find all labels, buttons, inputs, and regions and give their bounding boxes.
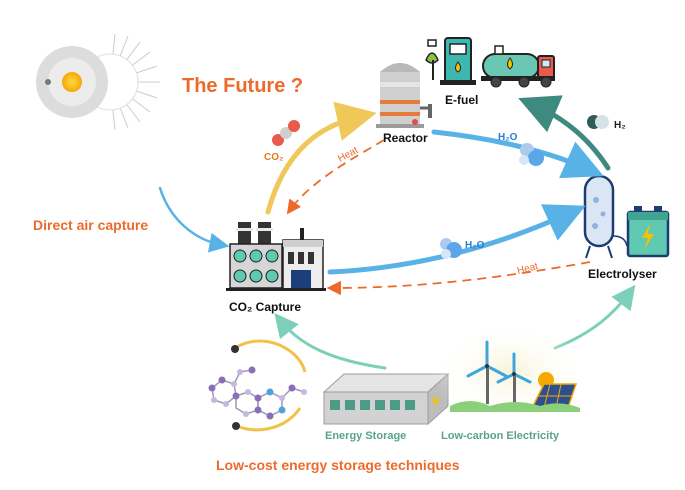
energy-storage-icon [322, 372, 450, 426]
heat-label-top: Heat [336, 145, 360, 165]
reactor-to-electrolyser-arrow [431, 129, 604, 179]
h2o-flow-label-top: H₂O [498, 132, 518, 143]
co2-flow-label: CO₂ [264, 152, 283, 163]
heat-return-arrow-bottom [326, 261, 591, 296]
h2o-flow-label-mid: H₂O [465, 240, 485, 251]
h2o-molecule-icon-top [519, 143, 544, 166]
energy-storage-label: Energy Storage [325, 430, 406, 442]
h2o-molecule-icon-mid [440, 238, 462, 259]
direct-air-capture-label: Direct air capture [33, 217, 148, 233]
direct-air-capture-arrow [158, 186, 230, 253]
molecule-structure-icon [208, 339, 307, 432]
co2-capture-plant-icon [226, 222, 326, 291]
electrolyser-label: Electrolyser [588, 267, 657, 281]
heat-label-bottom: Heat [516, 261, 539, 277]
fuel-tanker-icon [481, 45, 555, 88]
fuel-station-icon [425, 37, 476, 85]
battery-icon [626, 206, 670, 258]
solar-panel-icon [530, 372, 578, 409]
co2-flow-arrow [265, 101, 377, 215]
h2-molecule-icon [587, 115, 609, 129]
efuel-label: E-fuel [445, 93, 478, 107]
sun-icon [36, 33, 160, 131]
low-cost-storage-label: Low-cost energy storage techniques [216, 457, 460, 473]
reactor-icon [376, 63, 432, 128]
co2-molecule-icon [272, 120, 300, 146]
reactor-label: Reactor [383, 131, 428, 145]
h2-flow-arrow [518, 95, 611, 171]
electrolyser-tank-icon [583, 174, 628, 259]
green-ground-icon [450, 401, 580, 412]
h2-flow-label: H₂ [614, 120, 626, 131]
wind-turbine-icon [466, 340, 532, 404]
heat-return-arrow-top [286, 139, 385, 215]
page-title: The Future ? [182, 75, 303, 97]
low-carbon-electricity-label: Low-carbon Electricity [441, 430, 560, 442]
co2-capture-label: CO₂ Capture [229, 300, 301, 314]
storage-to-capture-arrow [274, 312, 387, 370]
